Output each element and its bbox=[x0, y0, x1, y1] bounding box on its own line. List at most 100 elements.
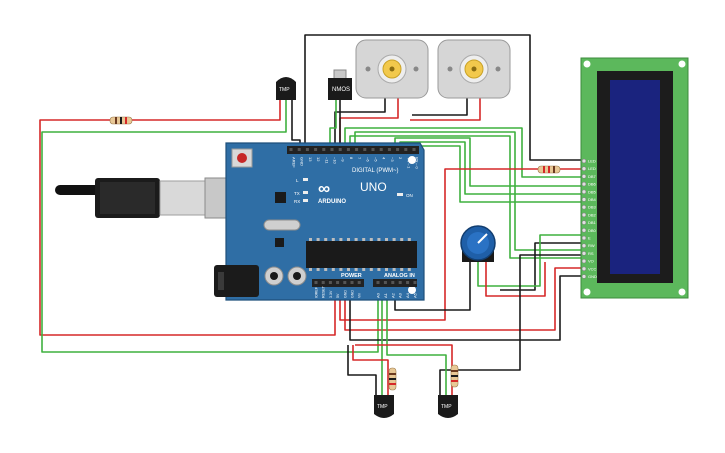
lcd-pin-socket[interactable] bbox=[581, 189, 587, 195]
power-pin-label: GND bbox=[351, 290, 355, 298]
wire-black-motor1[interactable] bbox=[334, 95, 386, 150]
wire-black-pot[interactable] bbox=[394, 262, 471, 311]
dc-motor-1[interactable] bbox=[355, 39, 429, 99]
lcd-pin-socket[interactable] bbox=[581, 251, 587, 256]
lcd-pin-socket[interactable] bbox=[581, 258, 587, 264]
wire-green-lcd-2[interactable] bbox=[394, 137, 583, 187]
wire-red-tmp-bl[interactable] bbox=[352, 345, 389, 395]
wire-black-motor2[interactable] bbox=[412, 95, 468, 116]
lcd-pin-socket[interactable] bbox=[581, 228, 587, 233]
digital-pin-socket[interactable] bbox=[396, 148, 400, 151]
digital-pin-socket[interactable] bbox=[363, 148, 367, 151]
wire-black-tmp-br[interactable] bbox=[439, 345, 521, 395]
digital-pin-socket[interactable] bbox=[330, 148, 334, 151]
digital-pin-socket[interactable] bbox=[371, 148, 375, 151]
digital-pin-label: GND bbox=[300, 157, 305, 166]
resistor-lcd-led[interactable] bbox=[537, 165, 561, 174]
power-pin-socket[interactable] bbox=[321, 281, 325, 284]
usb-plug-grip bbox=[100, 182, 155, 214]
power-pin-socket[interactable] bbox=[343, 281, 347, 284]
lcd-pin-socket[interactable] bbox=[581, 235, 587, 241]
digital-pin-socket[interactable] bbox=[338, 148, 342, 151]
potentiometer[interactable] bbox=[460, 225, 496, 262]
lcd-pin-socket[interactable] bbox=[581, 266, 587, 272]
wire-green-tmp-top[interactable] bbox=[41, 100, 379, 353]
digital-pin-socket[interactable] bbox=[289, 148, 293, 151]
analog-pin-label: A0 bbox=[376, 292, 381, 298]
lcd-pin-socket[interactable] bbox=[581, 243, 587, 248]
analog-header bbox=[373, 279, 417, 287]
digital-pin-socket[interactable] bbox=[379, 148, 383, 151]
wire-green-lcd-5[interactable] bbox=[354, 131, 583, 251]
power-pin-socket[interactable] bbox=[350, 281, 354, 284]
wire-black-motor-top[interactable] bbox=[304, 34, 583, 161]
lcd-pin-socket[interactable] bbox=[581, 274, 587, 279]
analog-pin-socket[interactable] bbox=[413, 281, 417, 284]
wire-red-pot[interactable] bbox=[485, 262, 546, 297]
wire-green-nmos[interactable] bbox=[329, 100, 337, 150]
digital-pin-socket[interactable] bbox=[322, 148, 326, 151]
chip-pin bbox=[316, 268, 320, 271]
digital-pin-socket[interactable] bbox=[305, 148, 309, 151]
lcd-pin-socket[interactable] bbox=[581, 220, 587, 225]
power-pin-socket[interactable] bbox=[314, 281, 318, 284]
temp-sensor-bottom-right[interactable]: TMP bbox=[438, 395, 458, 418]
wire-black-lcd-rw[interactable] bbox=[500, 242, 583, 291]
resistor-bottom-left[interactable] bbox=[388, 367, 397, 391]
digital-pin-socket[interactable] bbox=[412, 148, 416, 151]
usb-cable[interactable] bbox=[55, 177, 234, 219]
tmp-label: TMP bbox=[441, 404, 452, 410]
wire-black-tmp-bl[interactable] bbox=[347, 345, 377, 395]
wire-black-lcd-gnd[interactable] bbox=[349, 275, 583, 341]
temp-sensor-top[interactable]: TMP bbox=[276, 77, 296, 100]
temp-sensor-bottom-left[interactable]: TMP bbox=[374, 395, 394, 418]
power-pin-socket[interactable] bbox=[336, 281, 340, 284]
on-led-icon bbox=[397, 193, 403, 196]
wire-green-lcd-1[interactable] bbox=[344, 127, 583, 178]
analog-pin-socket[interactable] bbox=[391, 281, 395, 284]
digital-pin-socket[interactable] bbox=[404, 148, 408, 151]
lcd-pin-socket[interactable] bbox=[581, 166, 587, 171]
capacitor-2-top bbox=[293, 272, 301, 280]
lcd-pin-socket[interactable] bbox=[581, 158, 587, 164]
digital-pin-socket[interactable] bbox=[346, 148, 350, 151]
tx-led-icon bbox=[303, 191, 308, 194]
lcd-pin-socket[interactable] bbox=[581, 197, 587, 202]
lcd-display[interactable]: LEDLEDDB7DB6DB5DB4DB3DB2DB1DB0ERWRSVOVCC… bbox=[580, 57, 689, 299]
analog-pin-socket[interactable] bbox=[376, 281, 380, 284]
wire-green-pot[interactable] bbox=[477, 234, 583, 287]
nmos-transistor[interactable]: NMOS bbox=[328, 69, 352, 100]
wires bbox=[39, 34, 583, 395]
wire-red-motor2[interactable] bbox=[410, 95, 481, 121]
chip-pin bbox=[354, 268, 358, 271]
digital-pin-socket[interactable] bbox=[297, 148, 301, 151]
lcd-pin-socket[interactable] bbox=[581, 174, 587, 179]
dc-motor-2[interactable] bbox=[437, 39, 511, 99]
dc-jack-slot bbox=[218, 272, 224, 290]
analog-pin-socket[interactable] bbox=[398, 281, 402, 284]
power-pin-socket[interactable] bbox=[357, 281, 361, 284]
wire-red-lcd-led[interactable] bbox=[339, 168, 583, 321]
analog-pin-label: A4 bbox=[405, 292, 410, 298]
wire-green-tmp-br[interactable] bbox=[386, 300, 447, 395]
lcd-pin-label: E bbox=[588, 236, 591, 241]
analog-pin-socket[interactable] bbox=[383, 281, 387, 284]
wire-red-lcd-vcc[interactable] bbox=[344, 267, 583, 331]
resistor-bottom-right[interactable] bbox=[450, 364, 459, 388]
digital-pin-socket[interactable] bbox=[355, 148, 359, 151]
digital-pin-socket[interactable] bbox=[387, 148, 391, 151]
analog-pin-socket[interactable] bbox=[406, 281, 410, 284]
resistor-top-left[interactable] bbox=[109, 116, 133, 125]
power-pin-socket[interactable] bbox=[328, 281, 332, 284]
digital-pin-socket[interactable] bbox=[314, 148, 318, 151]
lcd-pin-socket[interactable] bbox=[581, 204, 587, 210]
chip-pin bbox=[377, 268, 381, 271]
lcd-pin-socket[interactable] bbox=[581, 212, 587, 218]
wire-black-bottom-ret[interactable] bbox=[519, 254, 583, 345]
lcd-pin-socket[interactable] bbox=[581, 181, 587, 187]
lcd-pin-label: LED bbox=[588, 159, 596, 164]
wire-red-motor1[interactable] bbox=[339, 95, 399, 150]
wire-red-tmp-top[interactable] bbox=[39, 100, 336, 336]
